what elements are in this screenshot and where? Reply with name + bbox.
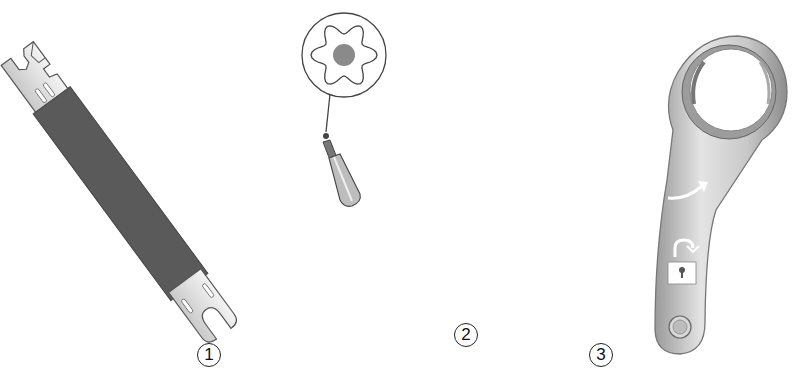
callout-number: 3 <box>589 343 613 367</box>
spanner <box>0 40 242 347</box>
unlock-key <box>655 36 787 354</box>
callout-number: 2 <box>454 323 478 347</box>
callout-number: 1 <box>197 343 221 367</box>
torx-bit <box>302 13 386 206</box>
